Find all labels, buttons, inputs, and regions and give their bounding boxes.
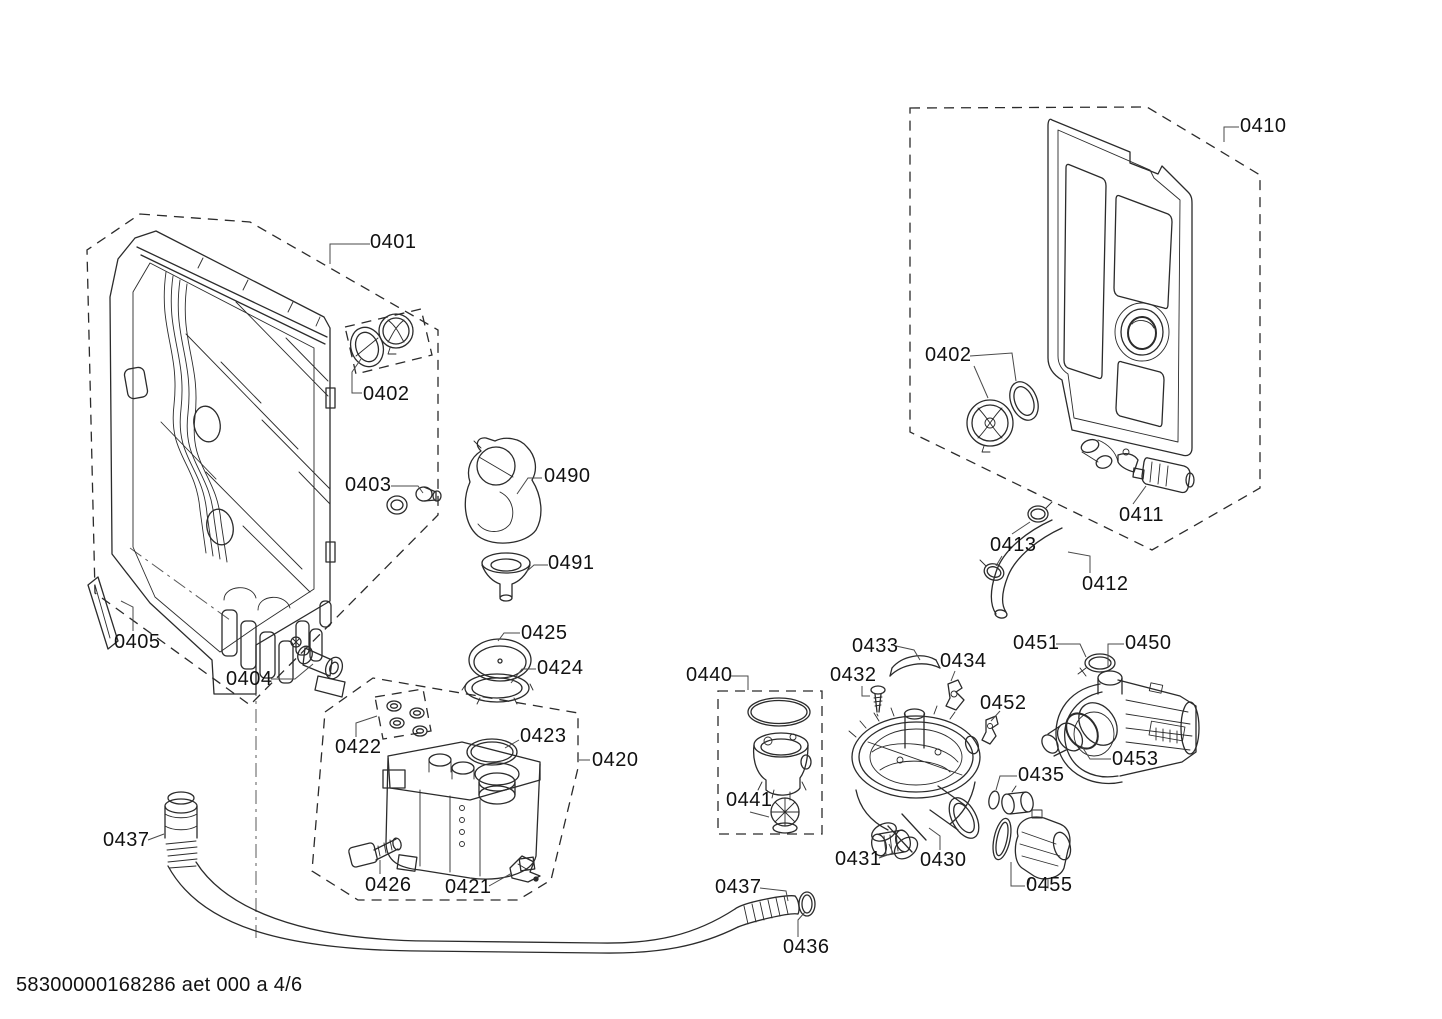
part-label-0424: 0424	[537, 657, 584, 679]
part-label-0402-panel: 0402	[925, 344, 972, 366]
door-seal-impeller-art	[349, 313, 414, 368]
part-label-0452: 0452	[980, 692, 1027, 714]
leader-lines	[120, 126, 1239, 937]
drain-pump-0455-art	[992, 809, 1072, 889]
part-label-0412: 0412	[1082, 573, 1129, 595]
part-label-0422: 0422	[335, 736, 382, 758]
softener-0420-art	[348, 638, 541, 883]
part-label-0405: 0405	[114, 631, 161, 653]
part-label-0450: 0450	[1125, 632, 1172, 654]
valve-0404-art	[290, 636, 346, 698]
filter-0440-art	[747, 697, 812, 834]
part-label-0436: 0436	[783, 936, 830, 958]
side-panel-0410-art	[1047, 118, 1195, 494]
part-label-0426: 0426	[365, 874, 412, 896]
assembly-group-boxes	[86, 106, 1261, 901]
part-label-0421: 0421	[445, 876, 492, 898]
part-label-0410: 0410	[1240, 115, 1287, 137]
part-label-0430: 0430	[920, 849, 967, 871]
part-label-0411: 0411	[1119, 504, 1165, 526]
part-label-0401: 0401	[370, 231, 417, 253]
part-label-0423: 0423	[520, 725, 567, 747]
part-label-0435: 0435	[1018, 764, 1065, 786]
part-label-0420: 0420	[592, 749, 639, 771]
heat-pump-0450-art	[1041, 653, 1200, 785]
part-label-0433: 0433	[852, 635, 899, 657]
group-box-0402-door	[344, 308, 433, 375]
part-label-0490: 0490	[544, 465, 591, 487]
funnel-0491-art	[481, 552, 531, 602]
part-label-0431: 0431	[835, 848, 882, 870]
group-box-0422	[374, 688, 432, 740]
part-label-0434: 0434	[940, 650, 987, 672]
part-label-0455: 0455	[1026, 874, 1073, 896]
jug-0490-art	[464, 437, 542, 544]
part-label-0402-door: 0402	[363, 383, 410, 405]
part-label-0404: 0404	[226, 668, 273, 690]
part-label-0403: 0403	[345, 474, 392, 496]
part-label-0440: 0440	[686, 664, 733, 686]
sump-0430-art	[848, 655, 1034, 860]
part-label-0437-inlet: 0437	[103, 829, 150, 851]
inlet-hose-0437-art	[164, 791, 816, 954]
part-label-0491: 0491	[548, 552, 595, 574]
part-label-0437-drain: 0437	[715, 876, 762, 898]
part-label-0413: 0413	[990, 534, 1037, 556]
center-lines	[129, 547, 257, 938]
part-label-0453: 0453	[1112, 748, 1159, 770]
panel-seal-impeller-art	[966, 381, 1039, 453]
document-number: 58300000168286 aet 000 a 4/6	[16, 974, 303, 996]
part-label-0432: 0432	[830, 664, 877, 686]
group-box-0440	[717, 690, 823, 835]
pin-0405-art	[87, 576, 119, 650]
group-box-0420	[311, 677, 579, 901]
inner-door-panel-art	[109, 230, 336, 695]
group-box-0410	[909, 106, 1261, 551]
fitting-0403-art	[386, 486, 442, 515]
hose-0412-art	[979, 501, 1063, 619]
part-label-0441: 0441	[726, 789, 773, 811]
part-label-0451: 0451	[1013, 632, 1060, 654]
part-label-0425: 0425	[521, 622, 568, 644]
